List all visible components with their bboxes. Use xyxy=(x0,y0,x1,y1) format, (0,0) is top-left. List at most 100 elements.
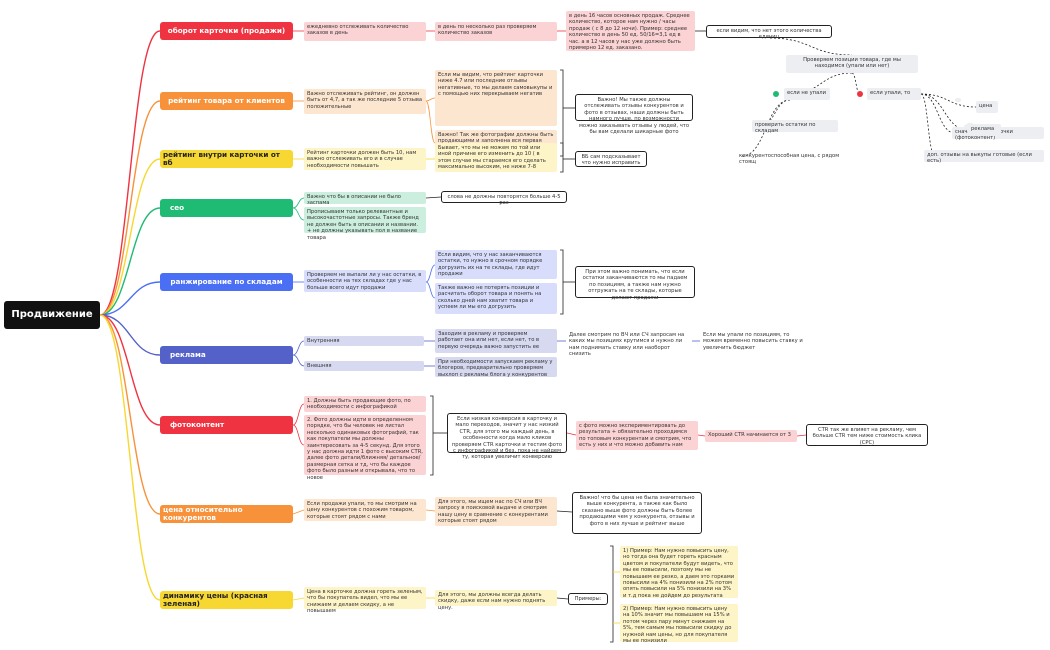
link-root-warehouse xyxy=(99,281,161,316)
link-p5 xyxy=(697,434,706,437)
photo-note-2: 2. Фото должны идти в определенном поряд… xyxy=(304,415,426,481)
turnover-note-4: если видим, что нет этого количества еди… xyxy=(706,25,832,40)
bracket-dynamics xyxy=(610,545,614,643)
dynamics-note-1: Цена в карточке должна гореть зеленым, ч… xyxy=(304,587,426,614)
warehouse-note-4: При этом важно понимать, что если остатк… xyxy=(575,266,695,301)
adv-external-note-1: При необходимости запускаем рекламу у бл… xyxy=(435,357,557,378)
check-stock: проверить остатки по складам xyxy=(752,120,838,134)
rating-note-1: Важно отслеживать рейтинг, он должен быт… xyxy=(304,89,426,114)
link-p4 xyxy=(566,432,577,436)
link-c1 xyxy=(292,509,305,515)
rating-note-4: Важно! Мы также должны отслеживать отзыв… xyxy=(575,94,693,135)
branch-advertising[interactable]: реклама xyxy=(160,346,293,364)
link-root-wb-rating xyxy=(99,158,161,316)
link-t7 xyxy=(851,72,861,95)
warehouse-note-2: Если видим, что у нас заканчиваются оста… xyxy=(435,250,557,279)
bracket-wb xyxy=(560,142,564,173)
link-t6 xyxy=(789,72,853,95)
adv-internal: Внутренняя xyxy=(304,336,424,346)
link-root-competitors xyxy=(99,314,161,515)
dynamics-note-3: Примеры: xyxy=(568,593,608,605)
factor-ads: реклама xyxy=(968,124,1001,136)
link-r2 xyxy=(425,97,436,102)
link-root-seo xyxy=(99,207,161,316)
branch-photo[interactable]: фотоконтент xyxy=(160,416,293,434)
status-dot-green xyxy=(773,91,779,97)
dynamics-note-2: Для этого, мы должны всегда делать скидк… xyxy=(435,590,557,611)
factor-extra-reviews: доп. отзывы на выкупы готовые (если есть… xyxy=(924,150,1044,164)
branch-warehouse[interactable]: ранжирование по складам xyxy=(160,273,293,291)
link-r3 xyxy=(425,100,436,144)
branch-competitors[interactable]: цена относительно конкурентов xyxy=(160,505,293,523)
link-p2 xyxy=(292,424,305,446)
factor-price: цена xyxy=(976,101,998,113)
branch-rating[interactable]: рейтинг товара от клиентов xyxy=(160,92,293,110)
photo-note-1: 1. Должны быть продающие фото, по необхо… xyxy=(304,396,426,412)
link-root-rating xyxy=(99,100,161,316)
wb-rating-note-3: ВБ сам подсказывает что нужно исправить xyxy=(575,151,647,167)
branch-turnover[interactable]: оборот карточки (продажи) xyxy=(160,22,293,40)
link-t5 xyxy=(769,37,853,56)
link-p6 xyxy=(796,434,807,437)
photo-note-4: с фото можно экспериментировать до резул… xyxy=(576,421,698,450)
competitive-price: конкурентоспособная цена, с рядом стоящ xyxy=(739,153,840,166)
link-p1 xyxy=(292,403,305,426)
competitors-note-2: Для этого, мы ищем нас по СЧ или ВЧ запр… xyxy=(435,497,557,526)
link-a2 xyxy=(292,354,305,367)
link-h3 xyxy=(425,281,436,299)
wb-rating-note-1: Рейтинг карточки должен быть 10, нам важ… xyxy=(304,148,426,170)
competitors-note-1: Если продажи упали, то мы смотрим на цен… xyxy=(304,499,426,521)
dropped: если упали, то xyxy=(867,88,921,100)
link-a1 xyxy=(292,340,305,356)
seo-note-1: Важно что бы в описании не было заспама xyxy=(304,192,426,206)
spacer xyxy=(964,125,970,129)
warehouse-note-1: Проверяем не выпали ли у нас остатки, в … xyxy=(304,270,426,292)
dynamics-example-2: 2) Пример: Нам нужно повысить цену на 10… xyxy=(620,604,738,644)
adv-external: Внешняя xyxy=(304,361,424,371)
link-root-turnover xyxy=(99,30,161,316)
link-root-dynamics xyxy=(99,314,161,601)
bracket-rating xyxy=(560,69,564,157)
spacer xyxy=(955,98,961,102)
rating-note-2: Если мы видим, что рейтинг карточки ниже… xyxy=(435,70,557,126)
link-d1 xyxy=(292,597,305,601)
link-t8 xyxy=(759,99,791,127)
adv-internal-note-1: Заходим в рекламу и проверяем работает о… xyxy=(435,329,557,353)
link-root-advertising xyxy=(99,314,161,356)
dynamics-example-1: 1) Пример: Нам нужно повысить цену, но т… xyxy=(620,546,738,599)
not-dropped: если не упали xyxy=(784,88,830,100)
warehouse-note-3: Также важно не потерять позиции и расчит… xyxy=(435,283,557,314)
bracket-warehouse xyxy=(560,249,564,315)
wb-rating-note-2: Бывает, что мы не можем по той или иной … xyxy=(435,143,557,172)
competitors-note-3: Важно! что бы цена не была значительно в… xyxy=(572,492,702,534)
link-s2 xyxy=(292,207,305,221)
seo-note-3: слова не должны повторятся больше 4-5 ра… xyxy=(441,191,567,206)
photo-note-5: Хороший CTR начинается от 3 xyxy=(705,430,797,442)
adv-internal-note-2: Далее смотрим по ВЧ или СЧ запросам на к… xyxy=(569,332,685,358)
link-c3 xyxy=(556,510,573,513)
link-t10 xyxy=(920,93,977,108)
branch-seo[interactable]: сео xyxy=(160,199,293,217)
photo-note-3: Если низкая конверсия в карточку и мало … xyxy=(447,413,567,460)
link-t13 xyxy=(920,93,936,157)
link-d3 xyxy=(556,597,569,600)
root-node[interactable]: Продвижение xyxy=(4,301,100,329)
seo-note-2: Прописываем только релевантные и высокоч… xyxy=(304,207,426,241)
bracket-photo xyxy=(430,395,434,476)
link-t11 xyxy=(920,93,956,134)
turnover-note-3: в день 16 часов основных продаж. Среднее… xyxy=(566,11,695,51)
link-s1 xyxy=(292,197,305,209)
branch-dynamics[interactable]: динамику цены (красная зеленая) xyxy=(160,591,293,609)
adv-internal-note-3: Если мы упали по позициям, то можем врем… xyxy=(703,332,803,351)
link-h2 xyxy=(425,264,436,283)
turnover-note-1: ежедневно отслеживать количество заказов… xyxy=(304,22,426,41)
link-root-photo xyxy=(99,314,161,426)
turnover-note-2: в день по несколько раз проверяем количе… xyxy=(435,22,557,41)
branch-wb-rating[interactable]: рейтинг внутри карточки от вб xyxy=(160,150,293,168)
link-s3 xyxy=(425,196,442,199)
photo-note-6: CTR так же влияет на рекламу, чем больше… xyxy=(806,424,928,446)
turnover-note-5: Проверяем позиции товара, где мы находим… xyxy=(786,55,918,73)
status-dot-red xyxy=(857,91,863,97)
